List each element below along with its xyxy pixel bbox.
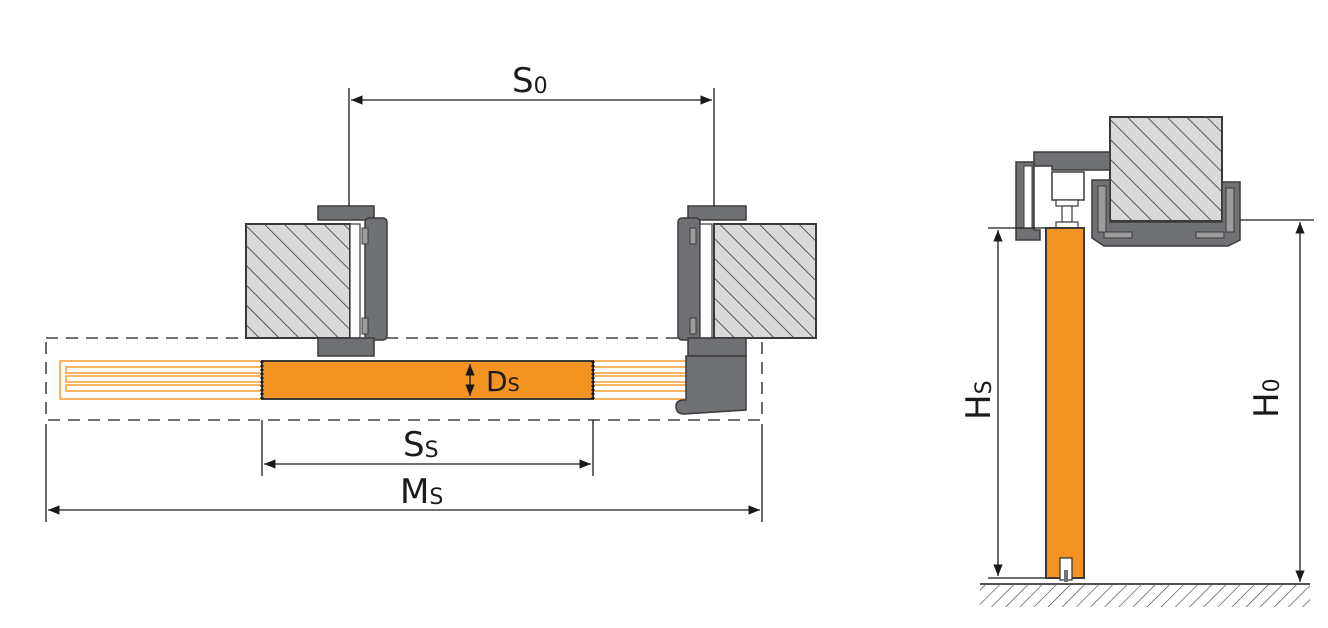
door-stop-right xyxy=(675,355,747,415)
section-view: HS H0 xyxy=(959,116,1314,607)
label-hs: HS xyxy=(959,380,999,420)
ghost-door-left xyxy=(59,360,263,400)
top-track-bracket xyxy=(1015,151,1241,247)
dimension-ms xyxy=(45,424,763,522)
jamb-frame-right xyxy=(675,205,747,415)
lintel-wall xyxy=(1109,116,1223,222)
dimension-h0 xyxy=(1240,219,1314,582)
door-leaf-plan xyxy=(261,360,594,400)
dimension-ss xyxy=(261,420,594,476)
door-leaf-section xyxy=(1045,227,1085,579)
dimension-hs xyxy=(988,227,1046,579)
floor-hatch xyxy=(980,585,1310,607)
roller-hanger xyxy=(1051,171,1085,229)
jamb-frame-left xyxy=(317,205,388,357)
wall-left xyxy=(245,223,351,339)
dimension-s0 xyxy=(348,88,715,206)
label-s0: S0 xyxy=(512,61,548,101)
label-ss: SS xyxy=(403,425,439,465)
plan-view: S0 DS SS MS xyxy=(45,61,817,522)
label-h0: H0 xyxy=(1247,378,1287,418)
label-ds: DS xyxy=(486,365,520,398)
floor-guide xyxy=(1059,557,1073,582)
label-ms: MS xyxy=(400,472,443,512)
wall-right xyxy=(713,223,817,339)
